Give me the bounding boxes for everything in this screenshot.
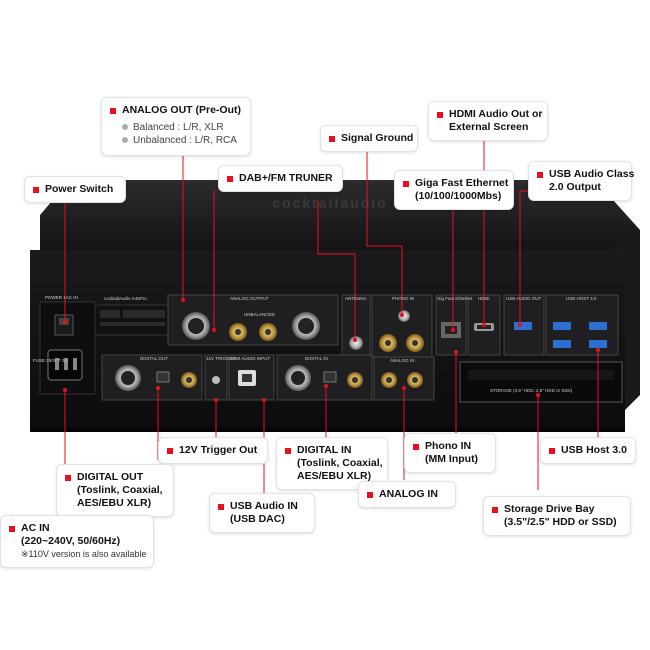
antenna-label: ANTENNA [345, 296, 367, 301]
chassis-right-side [600, 230, 640, 410]
usb-host-label: USB HOST 3.0 [566, 296, 597, 301]
hdmi-line2: External Screen [449, 121, 529, 133]
hdmi-line1: HDMI Audio Out or [449, 108, 543, 120]
unbalanced-small-label: UNBALANCED [244, 312, 276, 317]
red-marker-icon [167, 448, 173, 454]
callout-ethernet: Giga Fast Ethernet (10/100/1000Mbs) [394, 170, 514, 210]
red-marker-icon [329, 136, 335, 142]
callout-usb-audio-in: USB Audio IN (USB DAC) [209, 493, 315, 533]
digital-out-line3: AES/EBU XLR) [77, 497, 152, 509]
bullet-icon [122, 124, 128, 131]
red-marker-icon [403, 181, 409, 187]
analog-out-balanced: Balanced : L/R, XLR [122, 121, 242, 134]
red-marker-icon [437, 112, 443, 118]
usb-audio-in-line1: USB Audio IN [230, 500, 298, 512]
usb-host-title: USB Host 3.0 [561, 444, 627, 456]
storage-line2: (3.5"/2.5" HDD or SSD) [504, 516, 617, 528]
callout-phono-in: Phono IN (MM Input) [404, 433, 496, 473]
callout-usb-audio-class: USB Audio Class 2.0 Output [528, 161, 635, 201]
brand-label: cocktailAudio X45Pro [104, 296, 147, 301]
callout-signal-ground: Signal Ground [320, 125, 418, 152]
svg-text:cocktailaudio: cocktailaudio [272, 195, 387, 211]
ac-in-line2: (220~240V, 50/60Hz) [21, 535, 121, 547]
power-label: POWER 1AC IN [45, 295, 78, 300]
ac-in-note: ※110V version is also available [21, 549, 147, 559]
digital-in-label: DIGITAL IN [305, 356, 328, 361]
digital-out-label: DIGITAL OUT [140, 356, 168, 361]
trigger-label: 12V TRIGGER [206, 356, 236, 361]
analog-out-unbalanced: Unbalanced : L/R, RCA [122, 134, 242, 147]
digital-in-line1: DIGITAL IN [297, 444, 352, 456]
storage-label: STORAGE (3.5" HDD, 2.5" HDD or SSD) [490, 388, 573, 393]
callout-trigger: 12V Trigger Out [158, 437, 268, 464]
red-marker-icon [218, 504, 224, 510]
phono-in-line2: (MM Input) [425, 453, 479, 465]
digital-out-line1: DIGITAL OUT [77, 471, 144, 483]
usb-audio-class-line1: USB Audio Class [549, 168, 635, 180]
trigger-title: 12V Trigger Out [179, 444, 258, 456]
usb-audio-out-label: USB AUDIO OUT [506, 296, 542, 301]
usb-audio-input-label: USB AUDIO INPUT [231, 356, 271, 361]
signal-ground-title: Signal Ground [341, 132, 414, 144]
callout-ac-in: AC IN (220~240V, 50/60Hz) ※110V version … [0, 515, 154, 568]
callout-digital-out: DIGITAL OUT (Toslink, Coaxial, AES/EBU X… [56, 464, 174, 517]
callout-storage: Storage Drive Bay (3.5"/2.5" HDD or SSD) [483, 496, 631, 536]
red-marker-icon [413, 444, 419, 450]
red-marker-icon [33, 187, 39, 193]
usb-audio-class-line2: 2.0 Output [549, 181, 601, 193]
callout-analog-in: ANALOG IN [358, 481, 456, 508]
digital-in-line3: AES/EBU XLR) [297, 470, 372, 482]
callout-dab-fm: DAB+/FM TRUNER [218, 165, 343, 192]
phono-in-line1: Phono IN [425, 440, 472, 452]
power-switch-title: Power Switch [45, 183, 114, 195]
analog-in-label: ANALOG IN [390, 358, 415, 363]
callout-usb-host: USB Host 3.0 [540, 437, 636, 464]
red-marker-icon [110, 108, 116, 114]
callout-analog-out: ANALOG OUT (Pre-Out) Balanced : L/R, XLR… [101, 97, 251, 156]
digital-in-line2: (Toslink, Coaxial, [297, 457, 383, 469]
red-marker-icon [9, 526, 15, 532]
analog-output-label: ANALOG OUTPUT [230, 296, 269, 301]
ac-in-line1: AC IN [21, 522, 50, 534]
red-marker-icon [537, 172, 543, 178]
red-marker-icon [65, 475, 71, 481]
ethernet-line1: Giga Fast Ethernet [415, 177, 509, 189]
ethernet-label: Gig Fast Ethernet [437, 296, 473, 301]
dab-fm-title: DAB+/FM TRUNER [239, 172, 333, 184]
analog-out-title: ANALOG OUT (Pre-Out) [122, 104, 241, 116]
analog-in-title: ANALOG IN [379, 488, 438, 500]
red-marker-icon [549, 448, 555, 454]
red-marker-icon [492, 507, 498, 513]
red-marker-icon [285, 448, 291, 454]
callout-hdmi: HDMI Audio Out or External Screen [428, 101, 548, 141]
digital-out-line2: (Toslink, Coaxial, [77, 484, 163, 496]
usb-audio-in-line2: (USB DAC) [230, 513, 285, 525]
red-marker-icon [367, 492, 373, 498]
storage-line1: Storage Drive Bay [504, 503, 595, 515]
phono-label: PHONO IN [392, 296, 414, 301]
hdmi-label: HDMI [478, 296, 490, 301]
red-marker-icon [227, 176, 233, 182]
bullet-icon [122, 137, 128, 144]
callout-power-switch: Power Switch [24, 176, 126, 203]
storage-bay-shape [459, 361, 623, 403]
fuse-label: FUSE 250V T 2A [33, 358, 67, 363]
ethernet-line2: (10/100/1000Mbs) [415, 190, 502, 202]
